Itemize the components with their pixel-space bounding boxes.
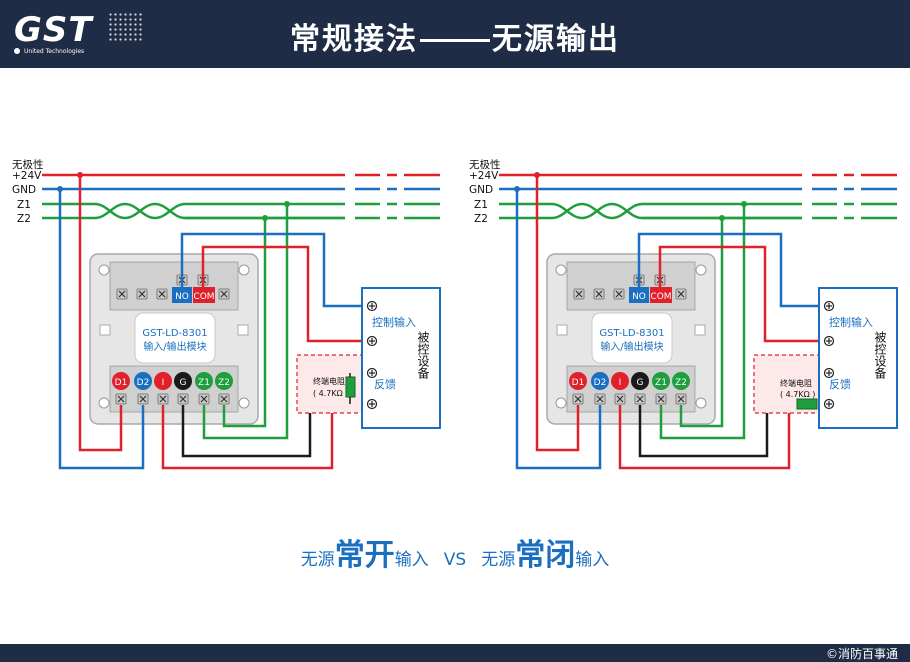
terminal-z1: Z1 [198, 378, 210, 388]
terminal-z2: Z2 [218, 378, 230, 388]
bus-label-24v: +24V [469, 170, 499, 182]
logo-subtitle: United Technologies [24, 48, 85, 55]
caption-suffix-1: 输入 [394, 550, 429, 570]
resistor-label: 终端电阻 [313, 376, 345, 386]
control-input-label: 控制输入 [829, 315, 873, 329]
terminal-z1: Z1 [655, 378, 667, 388]
caption-normally-open: 常开 [334, 538, 395, 573]
device-label: 被控设备 [416, 331, 430, 380]
title-left: 常规接法 [290, 22, 418, 57]
terminal-no: NO [632, 292, 646, 302]
terminal-d1: D1 [115, 378, 128, 388]
resistor-value: ( 4.7KΩ ) [313, 389, 348, 398]
terminal-g: G [180, 378, 187, 388]
bus-label-gnd: GND [469, 184, 493, 196]
caption-prefix-2: 无源 [481, 550, 516, 570]
bus-label-z1: Z1 [474, 199, 488, 211]
bus-label-z2: Z2 [17, 213, 31, 225]
resistor-icon [345, 376, 356, 398]
logo-text: GST [14, 10, 93, 50]
wire-z2 [222, 218, 267, 428]
bus-label-nonpolar: 无极性 [12, 158, 44, 171]
wire-no-control [637, 232, 829, 308]
feedback-label: 反馈 [829, 378, 851, 391]
wire-24v-d1 [78, 175, 123, 452]
module-name: GST-LD-8301 [599, 328, 664, 339]
header-bar: GST United Technologies 常规接法 无源输出 [0, 0, 910, 68]
wire-z2 [679, 218, 724, 428]
module-name: GST-LD-8301 [142, 328, 207, 339]
caption-vs: VS [443, 550, 467, 570]
bottom-terminals: D1 D2 I G Z1 Z2 [112, 372, 233, 405]
control-input-label: 控制输入 [372, 315, 416, 329]
panel-normally-closed: 无极性 +24V GND Z1 Z2 GST-LD-8301 输入/输出模块 [469, 158, 898, 470]
feedback-label: 反馈 [374, 378, 396, 391]
logo-dots-icon [108, 12, 142, 42]
terminal-d2: D2 [594, 378, 607, 388]
module-desc: 输入/输出模块 [600, 340, 663, 353]
resistor-icon [796, 398, 818, 410]
terminal-com: COM [650, 292, 671, 302]
gst-logo: GST United Technologies [12, 8, 142, 60]
title-dash [420, 39, 490, 42]
title-right: 无源输出 [492, 22, 620, 57]
copyright-text: ©消防百事通 [825, 647, 898, 661]
bus-label-z1: Z1 [17, 199, 31, 211]
bus-label-z2: Z2 [474, 213, 488, 225]
logo-bullet-icon [14, 48, 20, 54]
bus-label-gnd: GND [12, 184, 36, 196]
wire-z1 [659, 204, 746, 440]
wire-com-control [201, 245, 372, 343]
caption-prefix-1: 无源 [300, 550, 335, 570]
terminal-com: COM [193, 292, 214, 302]
footer-bar: ©消防百事通 [0, 644, 910, 662]
wire-gnd-d2 [58, 189, 145, 470]
wire-gnd-d2 [515, 189, 602, 470]
wire-24v-d1 [535, 175, 580, 452]
terminal-no: NO [175, 292, 189, 302]
panel-normally-open: 无极性 +24V GND Z1 Z2 GST-LD-8301 输入/输出模块 [12, 158, 441, 470]
bottom-terminals: D1 D2 I G Z1 Z2 [569, 372, 690, 405]
caption-normally-closed: 常闭 [515, 538, 576, 573]
comparison-caption: 无源常开输入 VS 无源常闭输入 [0, 530, 910, 574]
caption-suffix-2: 输入 [575, 550, 610, 570]
wire-com-control [658, 245, 829, 343]
bus-label-24v: +24V [12, 170, 42, 182]
terminal-i: I [619, 378, 622, 388]
device-label: 被控设备 [873, 331, 887, 380]
wire-no-control [180, 232, 372, 308]
bus-label-nonpolar: 无极性 [469, 158, 501, 171]
terminal-z2: Z2 [675, 378, 687, 388]
wire-z1 [202, 204, 289, 440]
terminal-d2: D2 [137, 378, 150, 388]
resistor-label: 终端电阻 [780, 378, 812, 388]
terminal-d1: D1 [572, 378, 585, 388]
terminal-g: G [637, 378, 644, 388]
terminal-i: I [162, 378, 165, 388]
module-desc: 输入/输出模块 [143, 340, 206, 353]
page-title: 常规接法 无源输出 [0, 14, 910, 58]
resistor-value: ( 4.7KΩ ) [780, 390, 815, 399]
